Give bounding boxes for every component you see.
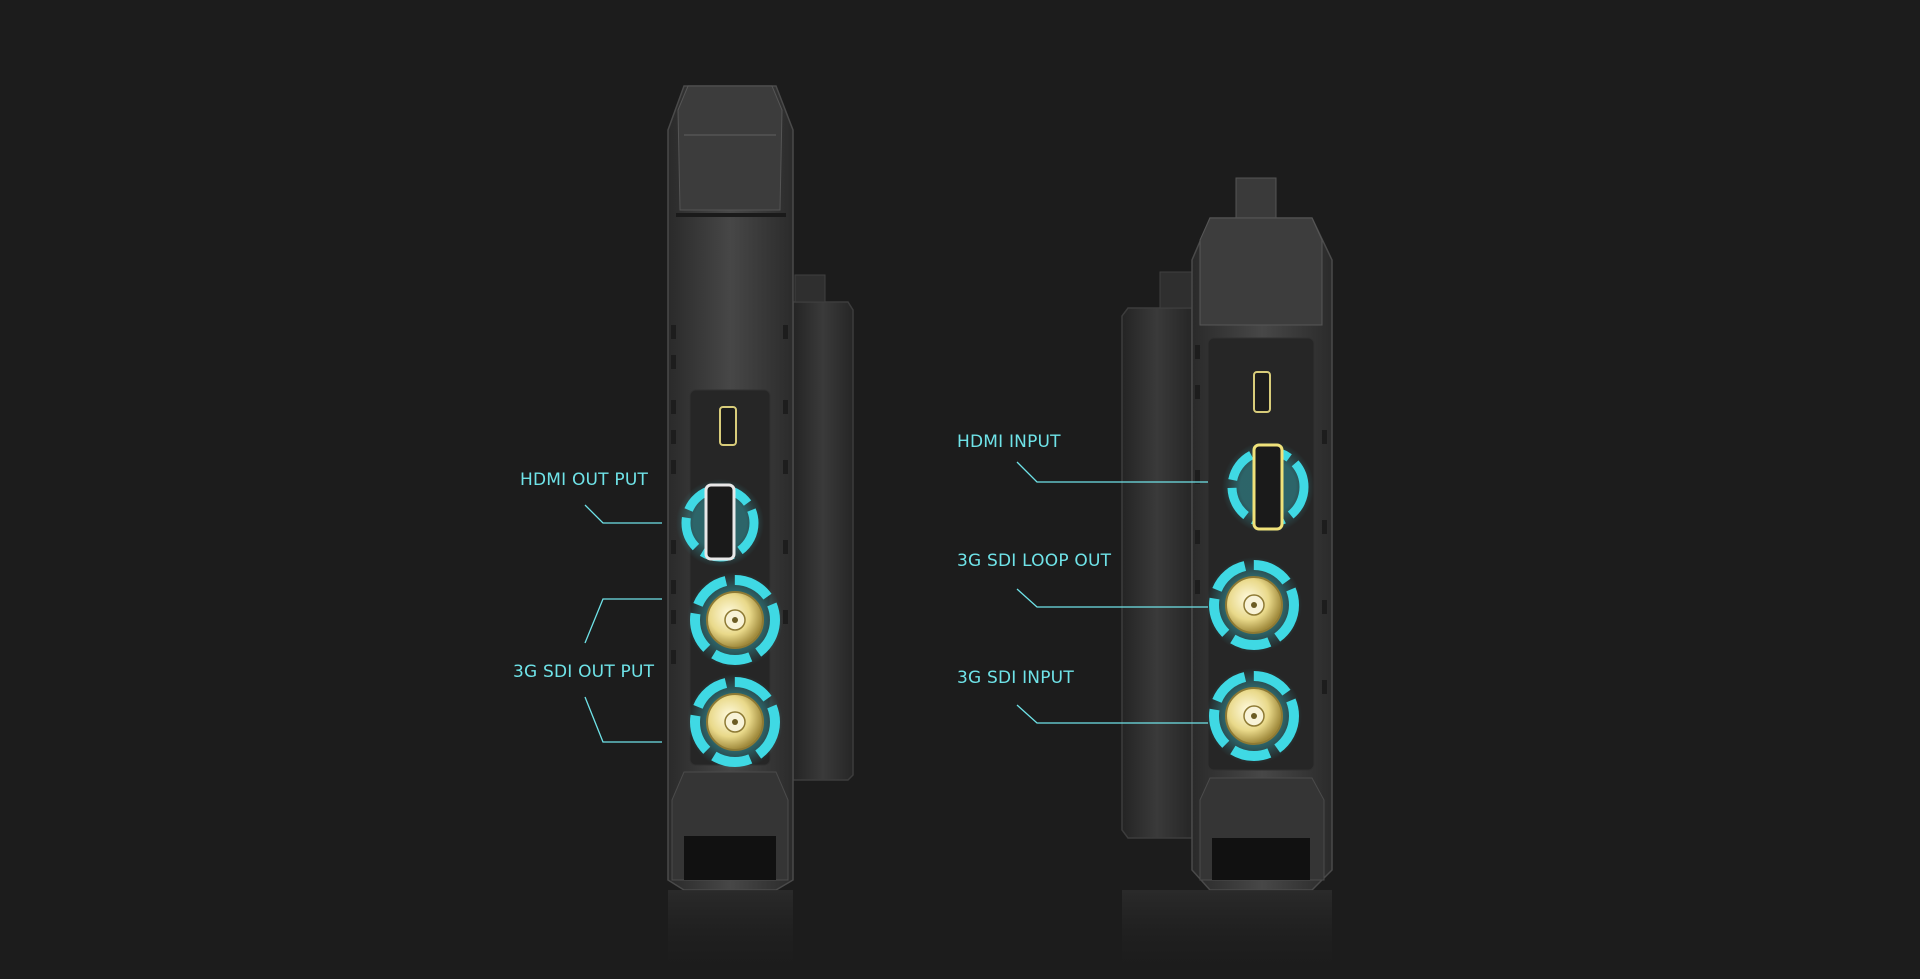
label-hdmi-input: HDMI INPUT (957, 432, 1061, 452)
label-hdmi-output: HDMI OUT PUT (520, 470, 649, 490)
label-sdi-input: 3G SDI INPUT (957, 668, 1074, 688)
right-device (1121, 177, 1333, 979)
label-sdi-loop-out: 3G SDI LOOP OUT (957, 551, 1112, 571)
left-device (667, 85, 854, 979)
label-sdi-output: 3G SDI OUT PUT (513, 662, 655, 682)
callout-lines (584, 461, 1208, 743)
